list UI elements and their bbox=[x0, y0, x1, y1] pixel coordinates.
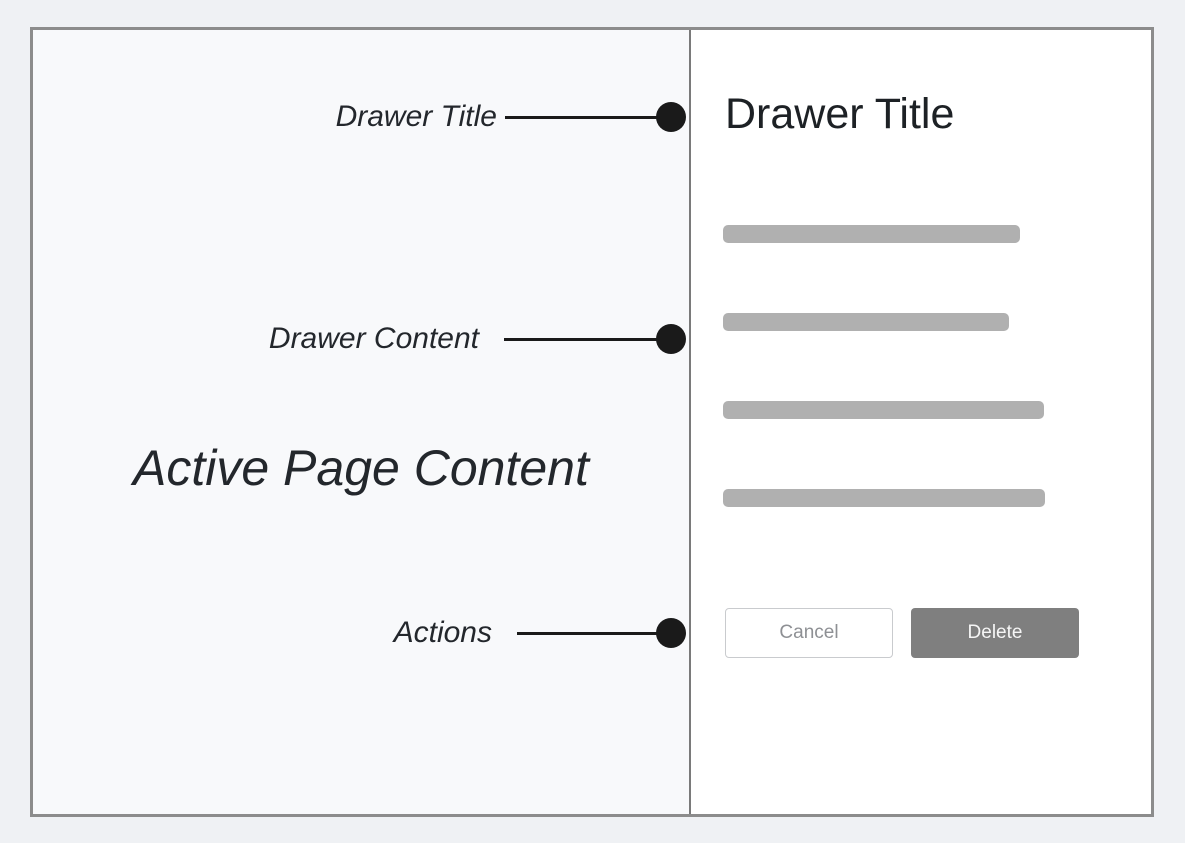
callout-line-actions bbox=[517, 632, 671, 635]
callout-dot-actions bbox=[656, 618, 686, 648]
delete-button[interactable]: Delete bbox=[911, 608, 1079, 658]
callout-dot-drawer-content bbox=[656, 324, 686, 354]
content-placeholder-bar bbox=[723, 313, 1009, 331]
drawer-panel: Drawer Title Cancel Delete bbox=[689, 30, 1151, 814]
drawer-content-bars bbox=[691, 30, 1151, 814]
content-placeholder-bar bbox=[723, 225, 1020, 243]
content-placeholder-bar bbox=[723, 401, 1044, 419]
annotation-label-actions: Actions bbox=[393, 616, 492, 649]
active-page-content-label: Active Page Content bbox=[133, 440, 589, 496]
drawer-title: Drawer Title bbox=[725, 90, 955, 138]
annotation-label-drawer-content: Drawer Content bbox=[268, 322, 479, 355]
callout-line-drawer-title bbox=[505, 116, 671, 119]
cancel-button[interactable]: Cancel bbox=[725, 608, 893, 658]
drawer-actions-row: Cancel Delete bbox=[725, 608, 1079, 658]
callout-line-drawer-content bbox=[504, 338, 671, 341]
wireframe-frame: Drawer Title Cancel Delete bbox=[30, 27, 1154, 817]
annotation-label-drawer-title: Drawer Title bbox=[335, 100, 497, 133]
content-placeholder-bar bbox=[723, 489, 1045, 507]
callout-dot-drawer-title bbox=[656, 102, 686, 132]
